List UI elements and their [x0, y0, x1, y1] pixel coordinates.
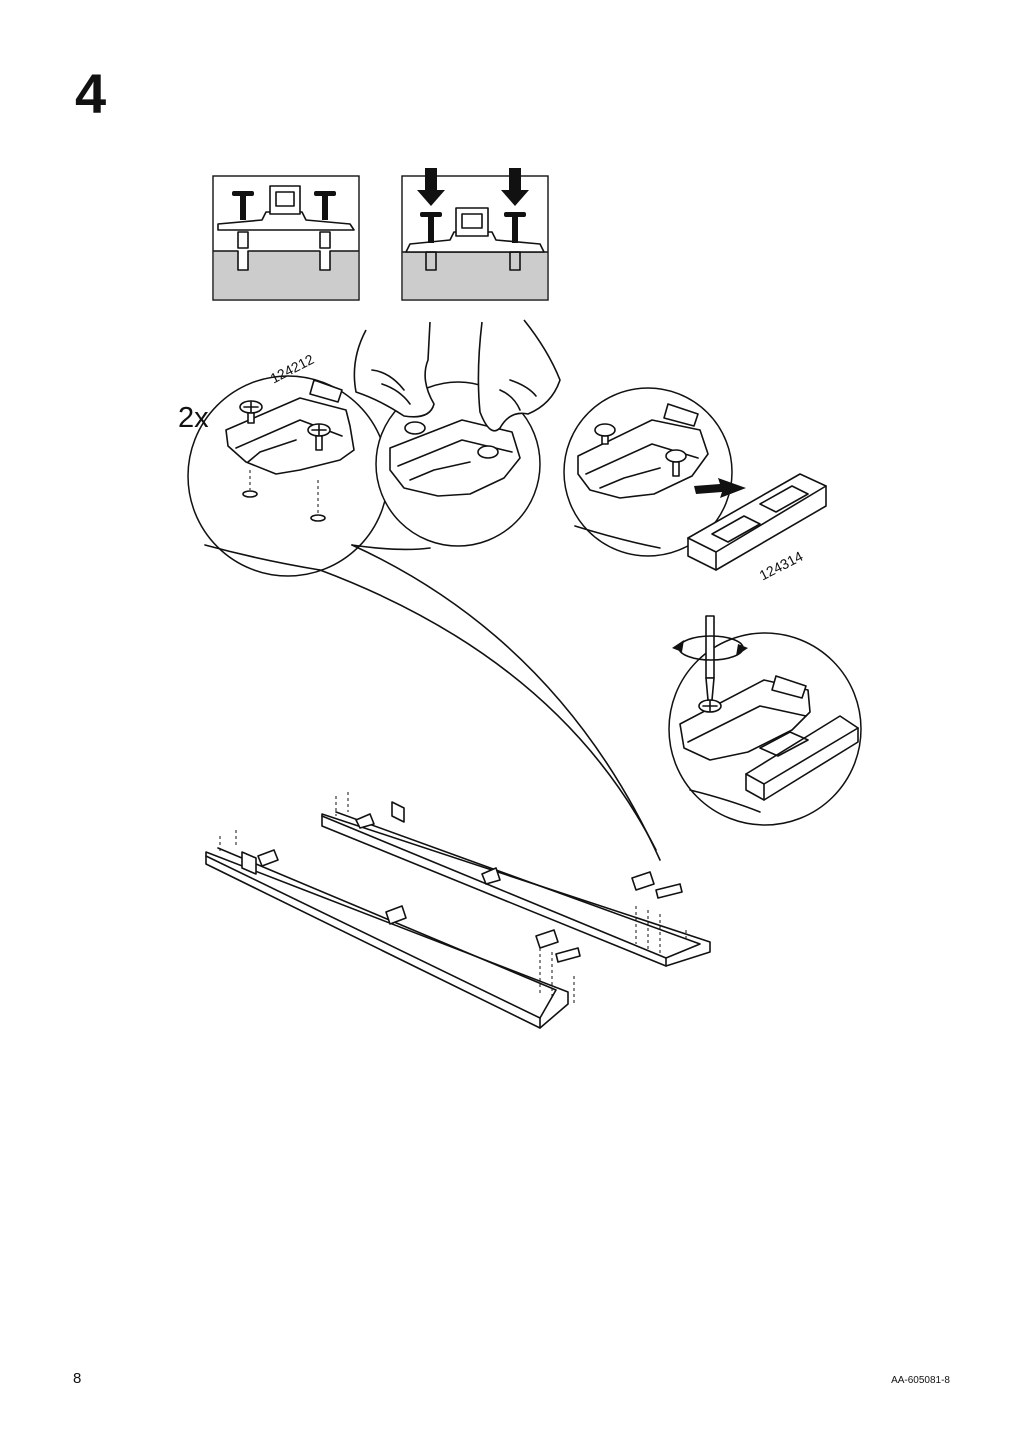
- page-number: 8: [73, 1370, 82, 1387]
- document-code: AA-605081-8: [891, 1375, 950, 1386]
- callout-curve: [319, 569, 657, 851]
- circle-detail-insert: [187, 375, 389, 577]
- detail-box-before: [212, 175, 360, 301]
- board-front: [205, 830, 581, 1029]
- circle-detail-press: [351, 319, 561, 551]
- circle-detail-tool: [563, 387, 827, 571]
- quantity-callout: 2x: [178, 402, 209, 434]
- circle-detail-screw: [668, 615, 862, 826]
- board-back: [321, 792, 711, 967]
- detail-box-after: [401, 168, 549, 301]
- step-number: 4: [75, 62, 107, 125]
